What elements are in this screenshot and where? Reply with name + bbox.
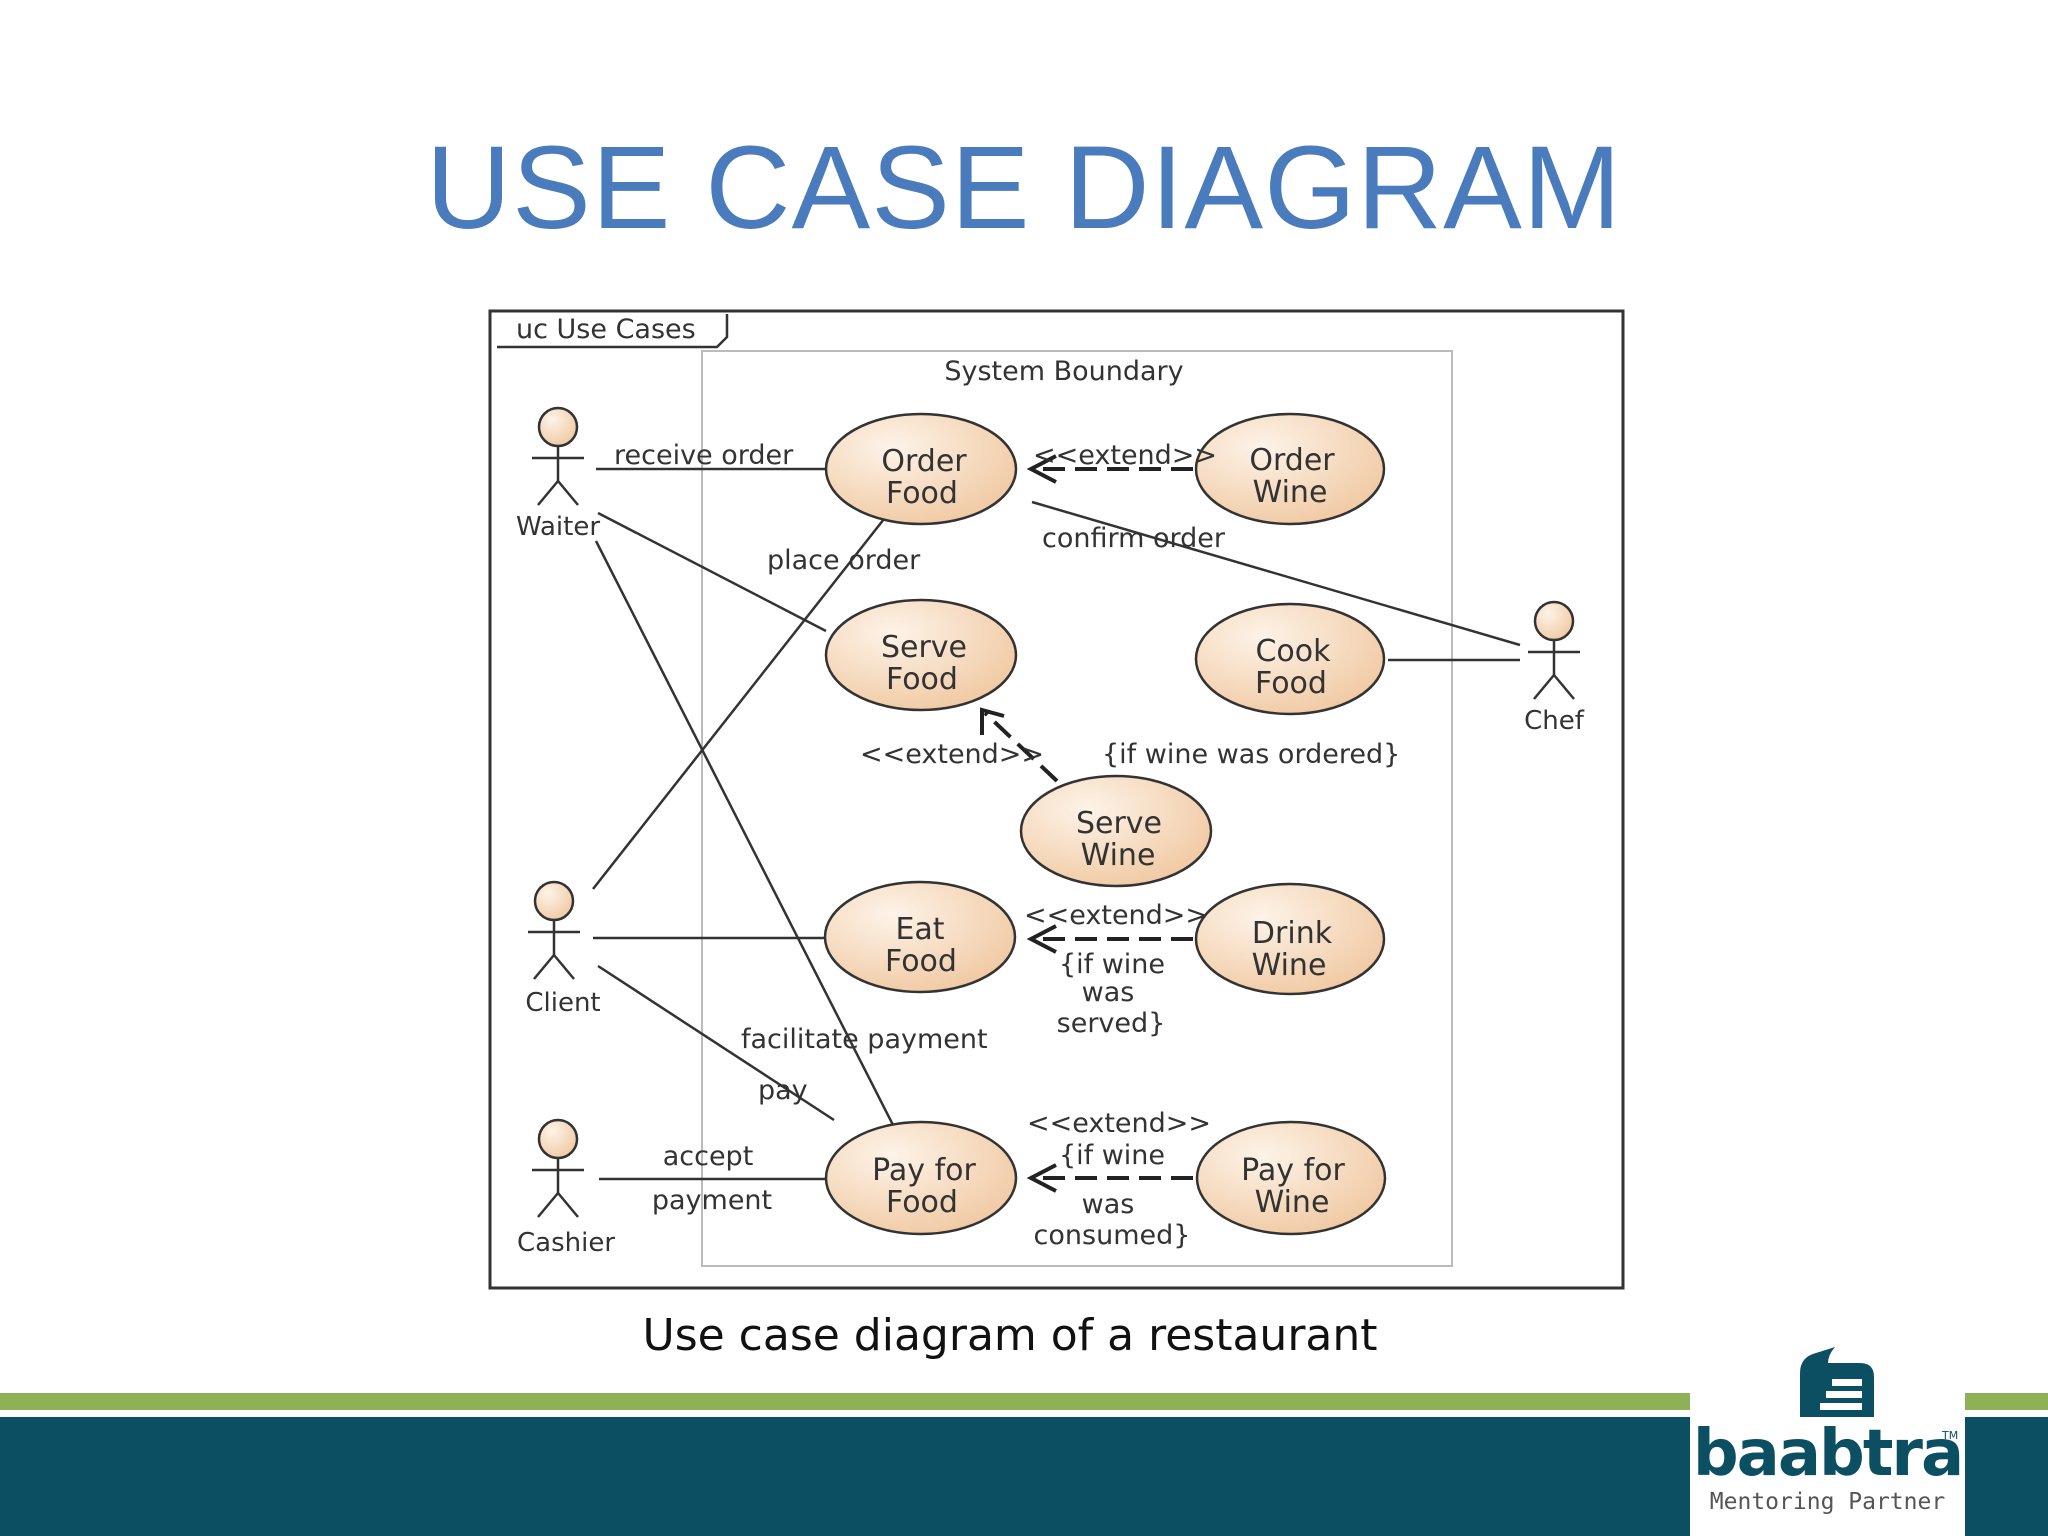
boundary-label: System Boundary <box>944 356 1183 387</box>
label-place-order: place order <box>767 545 921 576</box>
actor-label-chef: Chef <box>1524 706 1585 736</box>
extend-paywine-head <box>1026 1163 1057 1193</box>
actor-client <box>528 880 580 980</box>
svg-text:Eat: Eat <box>895 912 944 947</box>
label-extend-order-wine: <<extend>> <box>1033 440 1217 471</box>
label-confirm-order: confirm order <box>1042 523 1226 554</box>
label-accept: accept <box>663 1141 754 1172</box>
baabtra-logo: baabtra TM Mentoring Partner <box>1690 1345 1965 1536</box>
svg-text:Serve: Serve <box>1076 806 1162 841</box>
label-cond-pay-wine-3: consumed} <box>1034 1220 1191 1251</box>
actor-chef <box>1528 600 1580 700</box>
slide-title: USE CASE DIAGRAM <box>425 122 1623 254</box>
use-case-serve-food: Serve Food <box>824 598 1018 712</box>
label-cond-serve-wine: {if wine was ordered} <box>1102 739 1400 770</box>
label-extend-drink-wine: <<extend>> <box>1024 900 1208 931</box>
assoc-client-orderfood <box>592 518 885 890</box>
frame-tab <box>497 314 729 349</box>
label-extend-pay-wine: <<extend>> <box>1027 1108 1211 1139</box>
assoc-waiter-payfood <box>594 540 895 1126</box>
use-case-order-wine: Order Wine <box>1194 412 1386 526</box>
svg-text:Order: Order <box>881 444 967 479</box>
use-case-pay-for-food: Pay for Food <box>824 1120 1018 1236</box>
use-case-pay-for-wine: Pay for Wine <box>1195 1120 1387 1236</box>
svg-text:Wine: Wine <box>1253 475 1328 510</box>
use-case-eat-food: Eat Food <box>823 880 1017 994</box>
system-boundary <box>701 350 1453 1267</box>
svg-text:Cook: Cook <box>1255 634 1331 669</box>
assoc-client-payfood <box>597 964 835 1122</box>
svg-text:Food: Food <box>886 476 958 511</box>
svg-text:Food: Food <box>886 1185 958 1220</box>
assoc-chef-orderfood <box>1031 500 1521 647</box>
use-case-serve-wine: Serve Wine <box>1019 774 1213 888</box>
svg-text:Wine: Wine <box>1081 838 1156 873</box>
use-case-order-food: Order Food <box>824 412 1018 526</box>
use-case-cook-food: Cook Food <box>1194 602 1386 716</box>
label-cond-pay-wine-2: was <box>1082 1189 1135 1220</box>
label-cond-pay-wine-1: {if wine <box>1059 1140 1165 1171</box>
logo-brand-text: baabtra <box>1692 1417 1964 1491</box>
use-case-drink-wine: Drink Wine <box>1194 882 1386 996</box>
logo-trademark: TM <box>1942 1429 1959 1442</box>
diagram-caption: Use case diagram of a restaurant <box>642 1310 1378 1361</box>
logo-tagline: Mentoring Partner <box>1709 1489 1946 1515</box>
svg-text:Pay for: Pay for <box>872 1153 976 1188</box>
svg-text:Food: Food <box>886 662 958 697</box>
label-pay: pay <box>758 1075 808 1106</box>
svg-text:Food: Food <box>1255 666 1327 701</box>
svg-text:Wine: Wine <box>1255 1185 1330 1220</box>
label-cond-drink-wine-1: {if wine <box>1059 949 1165 980</box>
logo-mark-icon <box>1800 1347 1874 1417</box>
svg-text:Food: Food <box>885 944 957 979</box>
actor-label-cashier: Cashier <box>517 1228 615 1258</box>
frame-label: uc Use Cases <box>516 314 696 345</box>
extend-orderwine-head <box>1026 454 1057 484</box>
extend-servewine-line <box>983 711 1059 783</box>
svg-text:Drink: Drink <box>1252 916 1333 951</box>
label-payment: payment <box>652 1185 772 1216</box>
svg-text:Wine: Wine <box>1252 948 1327 983</box>
actor-waiter <box>532 406 584 506</box>
actor-label-client: Client <box>525 988 600 1018</box>
label-receive-order: receive order <box>614 440 794 471</box>
actor-cashier <box>532 1118 584 1218</box>
actor-label-waiter: Waiter <box>516 512 600 542</box>
extend-servewine-head <box>980 707 1005 735</box>
footer-stripe-light <box>0 1393 2048 1410</box>
assoc-waiter-servefood <box>597 511 827 633</box>
label-extend-serve-wine: <<extend>> <box>860 739 1044 770</box>
extend-drinkwine-head <box>1026 924 1057 954</box>
svg-text:Pay for: Pay for <box>1241 1153 1345 1188</box>
svg-text:Order: Order <box>1249 443 1335 478</box>
label-cond-drink-wine-2: was <box>1082 977 1135 1008</box>
svg-text:Serve: Serve <box>881 630 967 665</box>
label-facilitate-payment: facilitate payment <box>741 1024 988 1055</box>
label-cond-drink-wine-3: served} <box>1057 1008 1166 1039</box>
